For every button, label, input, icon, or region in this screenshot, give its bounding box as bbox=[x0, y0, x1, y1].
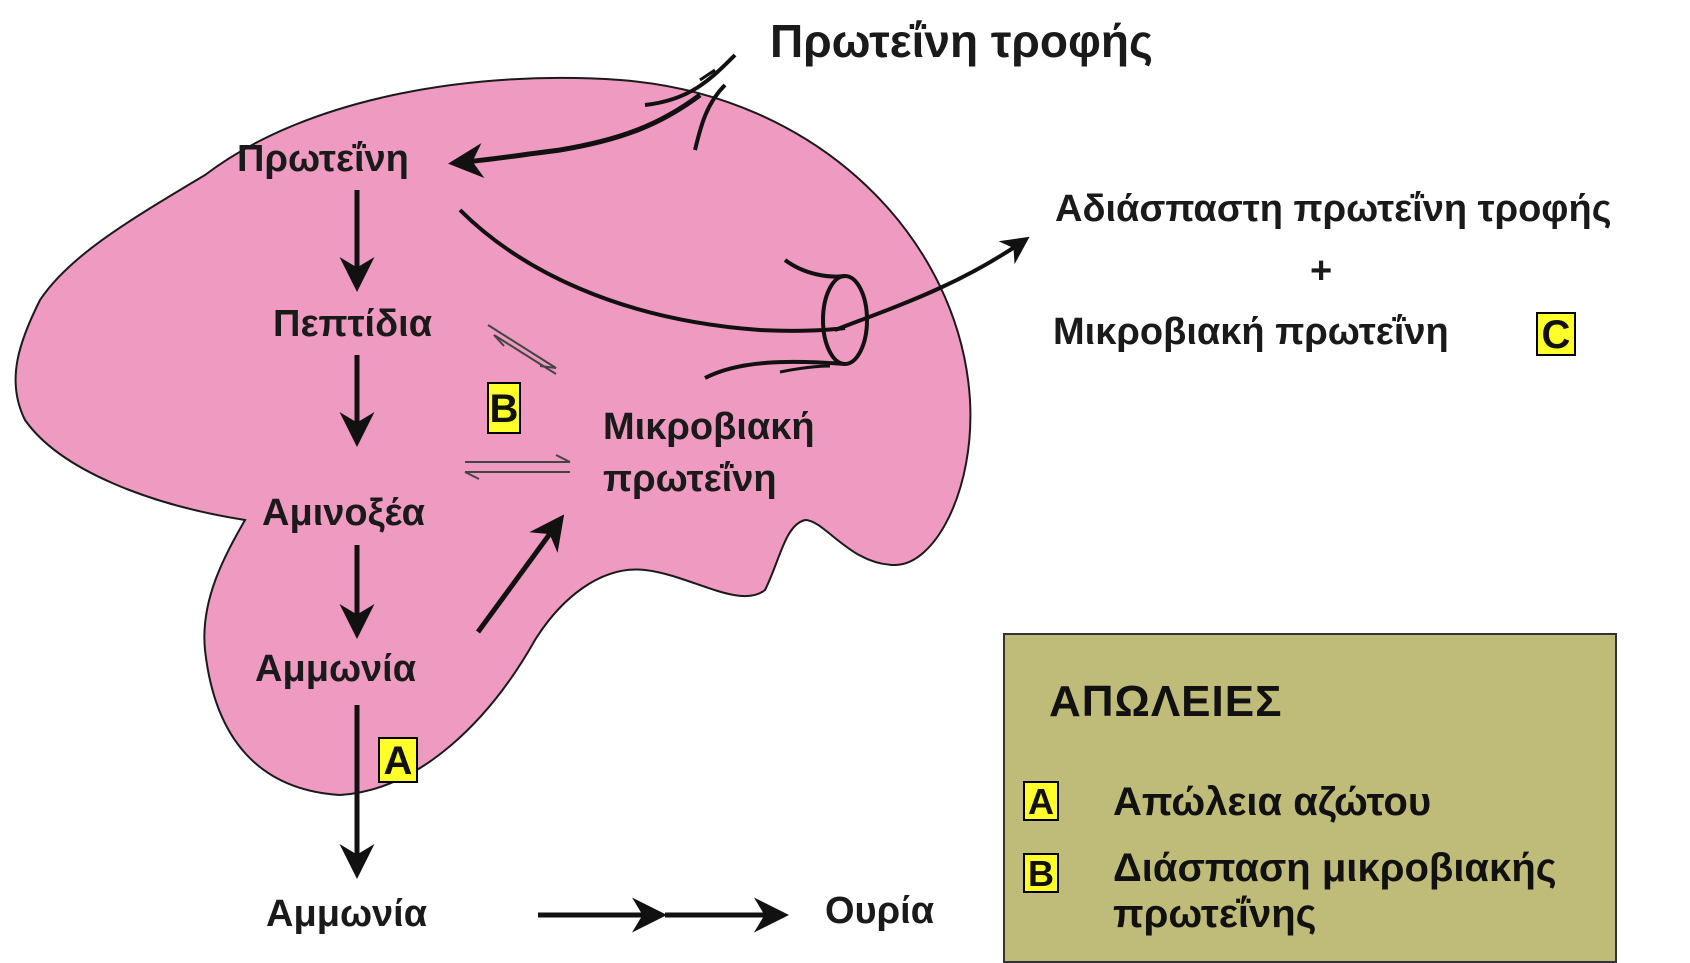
label-ammonia-outside: Αμμωνία bbox=[266, 895, 427, 933]
badge-b: B bbox=[487, 382, 521, 434]
label-undegraded-food-protein: Αδιάσπαστη πρωτεΐνη τροφής bbox=[1055, 190, 1611, 228]
label-microbial-protein-line2: πρωτεΐνη bbox=[603, 460, 777, 498]
label-peptides: Πεπτίδια bbox=[273, 305, 432, 343]
label-urea: Ουρία bbox=[825, 892, 934, 930]
legend-badge-b: B bbox=[1023, 853, 1059, 893]
label-ammonia-inside: Αμμωνία bbox=[255, 650, 416, 688]
legend-box: ΑΠΩΛΕΙΕΣ A Απώλεια αζώτου B Διάσπαση μικ… bbox=[1003, 633, 1617, 963]
legend-title: ΑΠΩΛΕΙΕΣ bbox=[1049, 677, 1283, 727]
badge-a: A bbox=[378, 737, 418, 783]
rumen-shape bbox=[16, 78, 971, 795]
label-microbial-protein-line1: Μικροβιακή bbox=[603, 408, 815, 446]
legend-text-b-line2: πρωτεΐνης bbox=[1113, 893, 1316, 935]
label-protein: Πρωτεΐνη bbox=[237, 140, 409, 178]
label-plus: + bbox=[1310, 252, 1332, 290]
legend-badge-a: A bbox=[1023, 781, 1059, 821]
label-food-protein: Πρωτεΐνη τροφής bbox=[770, 18, 1153, 64]
legend-text-b-line1: Διάσπαση μικροβιακής bbox=[1113, 847, 1557, 889]
legend-text-a: Απώλεια αζώτου bbox=[1113, 781, 1431, 823]
badge-c: C bbox=[1536, 312, 1576, 356]
label-amino-acids: Αμινοξέα bbox=[262, 494, 425, 532]
label-microbial-protein-out: Μικροβιακή πρωτεΐνη bbox=[1053, 313, 1449, 351]
